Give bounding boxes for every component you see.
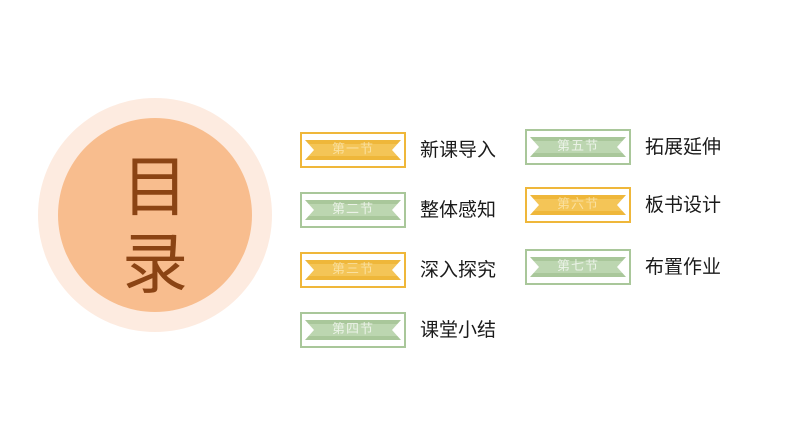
section-badge-text-1: 第一节: [331, 142, 374, 157]
section-badge-text-3: 第三节: [331, 262, 374, 277]
section-badge-text-2: 第二节: [331, 202, 374, 217]
title-char-1: 目: [122, 149, 188, 226]
section-badge-2: 第二节: [300, 190, 406, 230]
title-char-2: 录: [122, 226, 188, 303]
section-label-2: 整体感知: [420, 199, 497, 221]
section-badge-1: 第一节: [300, 130, 406, 170]
section-label-5: 拓展延伸: [645, 136, 722, 158]
section-label-7: 布置作业: [645, 256, 722, 278]
section-label-4: 课堂小结: [420, 319, 497, 341]
section-badge-text-4: 第四节: [331, 322, 374, 337]
section-badge-text-6: 第六节: [556, 197, 599, 212]
section-badge-6: 第六节: [525, 185, 631, 225]
section-badge-3: 第三节: [300, 250, 406, 290]
title-circle-inner: [58, 118, 252, 312]
section-badge-4: 第四节: [300, 310, 406, 350]
section-badge-7: 第七节: [525, 247, 631, 287]
section-label-3: 深入探究: [420, 259, 497, 281]
section-badge-5: 第五节: [525, 127, 631, 167]
section-label-1: 新课导入: [420, 139, 497, 161]
section-label-6: 板书设计: [645, 194, 722, 216]
section-badge-text-5: 第五节: [556, 139, 599, 154]
section-badge-text-7: 第七节: [556, 259, 599, 274]
